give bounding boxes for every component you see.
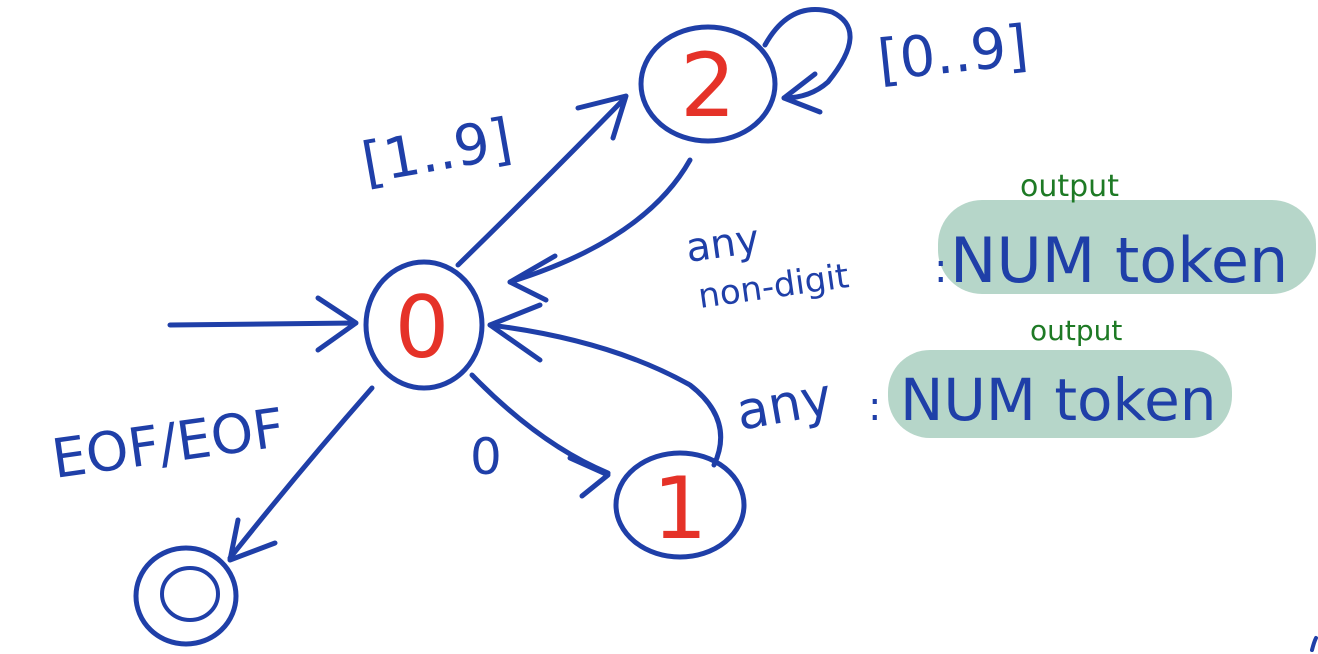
output-highlight-bottom — [888, 350, 1232, 438]
arrow-s0-to-final — [227, 385, 375, 563]
output-caption-bottom: output — [1030, 314, 1122, 347]
stray-pen-mark — [1310, 636, 1318, 652]
state-0-label: 0 — [395, 278, 450, 378]
output-token-top: NUM token — [950, 224, 1288, 297]
arrow-s1-to-s0 — [487, 302, 724, 468]
label-s2-loop: [0..9] — [875, 14, 1032, 94]
label-s2-to-s0-colon: : — [934, 246, 947, 292]
state-1-label: 1 — [653, 459, 708, 559]
state-2-label: 2 — [680, 34, 736, 137]
output-highlight-top — [938, 200, 1316, 294]
output-caption-top: output — [1020, 169, 1119, 204]
state-1: 1 — [613, 450, 747, 560]
label-s0-to-s1: 0 — [470, 428, 502, 486]
arrow-s0-to-s1 — [469, 372, 611, 499]
loop-s2 — [762, 6, 853, 115]
state-0: 0 — [363, 259, 485, 391]
output-token-bottom: NUM token — [900, 366, 1217, 434]
label-s0-to-final: EOF/EOF — [48, 396, 288, 491]
label-s1-to-s0-colon: : — [868, 384, 881, 430]
label-s2-to-s0-line1: any — [683, 216, 762, 272]
arrow-s0-to-s2 — [455, 93, 629, 268]
label-s0-to-s2: [1..9] — [357, 107, 517, 197]
label-s1-to-s0: any — [732, 367, 837, 443]
state-2: 2 — [638, 24, 778, 144]
start-arrow — [167, 295, 359, 353]
final-state — [133, 545, 239, 647]
arrow-s2-to-s0 — [507, 157, 693, 303]
